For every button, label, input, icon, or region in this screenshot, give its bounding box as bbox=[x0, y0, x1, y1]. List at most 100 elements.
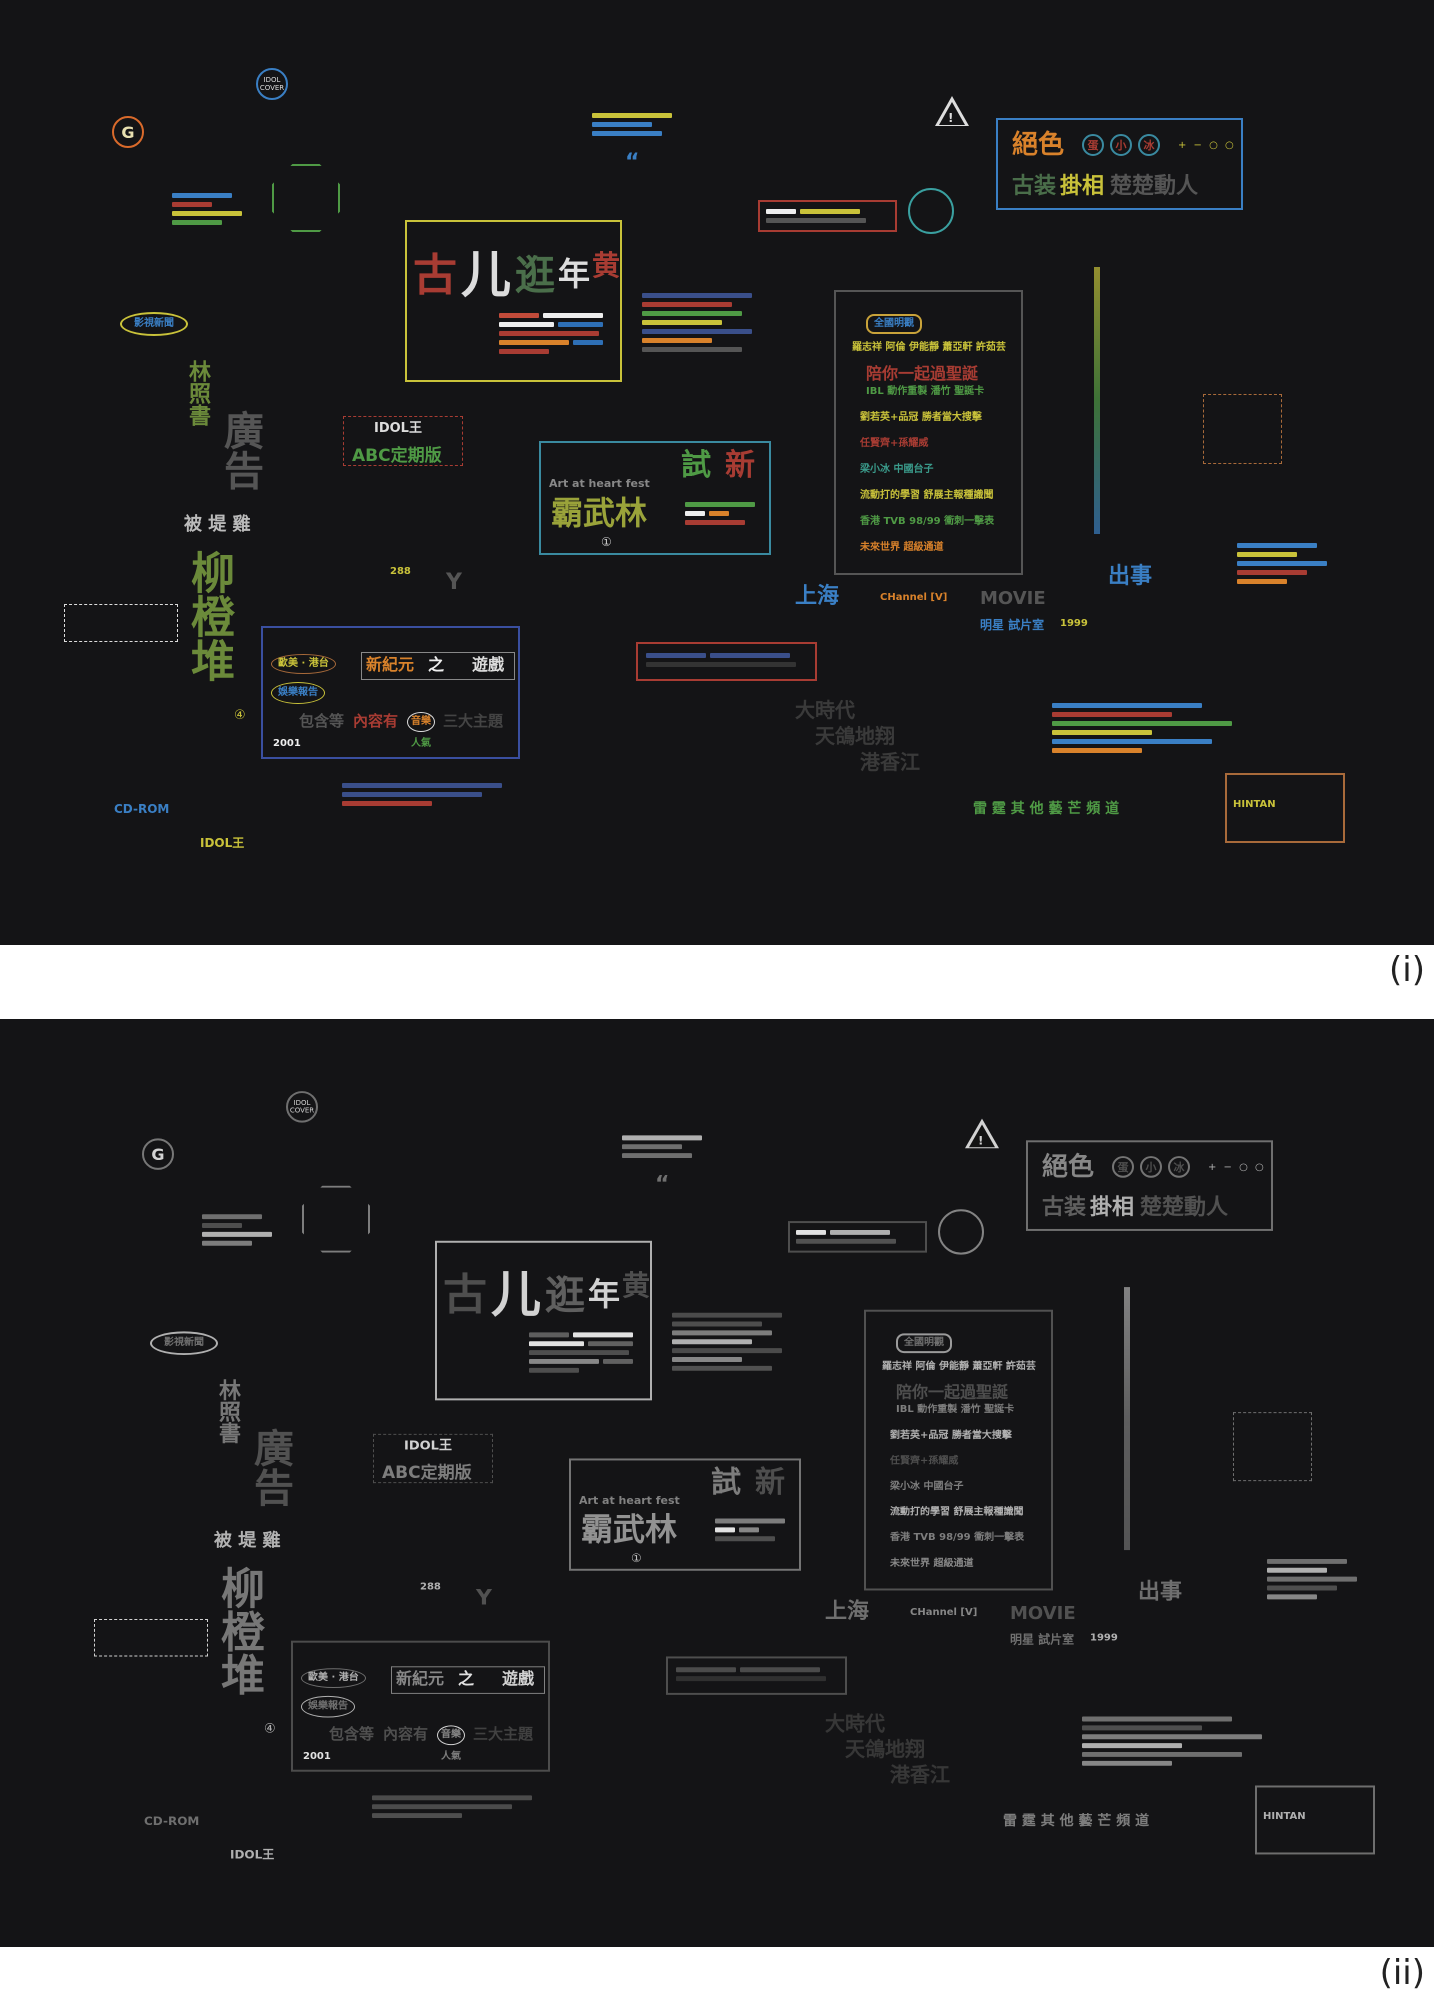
circled-char: 小 bbox=[1110, 134, 1132, 156]
game-title-c: 遊戲 bbox=[472, 655, 505, 674]
idol-cover-badge: IDOL COVER bbox=[286, 1091, 318, 1123]
title-char: 逛 bbox=[545, 1273, 585, 1319]
warning-triangle-inner bbox=[939, 102, 965, 125]
circled-char: 小 bbox=[1140, 1156, 1162, 1178]
game-mid: 內容有 bbox=[353, 712, 399, 730]
gray-poem-line: 港香江 bbox=[860, 750, 920, 774]
art-big-a: 試 bbox=[681, 448, 711, 483]
title-char: 古 bbox=[443, 1270, 487, 1321]
game-popular: 人氣 bbox=[441, 1751, 461, 1762]
chushi-text: 出事 bbox=[1138, 1579, 1183, 1605]
caption-ii: (ii) bbox=[1379, 1953, 1425, 1993]
red-list-box bbox=[636, 642, 817, 681]
art-block: 霸武林 bbox=[551, 494, 648, 532]
title-box: 古 儿 逛 年 黄 bbox=[435, 1240, 652, 1401]
title-char: 儿 bbox=[491, 1266, 541, 1324]
oval-a: 歐美 · 港台 bbox=[301, 1668, 366, 1688]
panel-i: G IDOL COVER 古 儿 逛 年 黄 絕色 蛋 小 冰 + − ○ ○ … bbox=[0, 0, 1434, 945]
oval-b: 娛樂報告 bbox=[301, 1695, 355, 1718]
art-tagline: Art at heart fest bbox=[579, 1493, 680, 1507]
schedule-sub: IBL 動作重製 潘竹 聖誕卡 bbox=[866, 386, 985, 397]
schedule-headline: 陪你一起過聖誕 bbox=[866, 364, 979, 383]
schedule-names: 羅志祥 阿倫 伊能靜 蕭亞軒 許茹芸 bbox=[852, 342, 1006, 353]
art-big-b: 新 bbox=[755, 1465, 785, 1500]
title-box: 古 儿 逛 年 黄 bbox=[405, 220, 622, 382]
schedule-row: 未來世界 超級通道 bbox=[890, 1557, 974, 1569]
schedule-row: 流動打的學習 舒展主報種識聞 bbox=[890, 1506, 1024, 1518]
schedule-box: 全國明觀 羅志祥 阿倫 伊能靜 蕭亞軒 許茹芸 陪你一起過聖誕 IBL 動作重製… bbox=[834, 290, 1023, 575]
warning-mark: ! bbox=[978, 1133, 984, 1148]
art-block: 霸武林 bbox=[581, 1510, 678, 1549]
dashed-box-right bbox=[1203, 394, 1282, 464]
movie-year: 1999 bbox=[1090, 1632, 1118, 1644]
text-lines bbox=[670, 1310, 790, 1372]
text-lines bbox=[1265, 1556, 1365, 1600]
gray-poem-line: 大時代 bbox=[825, 1711, 885, 1736]
schedule-row: 劉若英+品冠 勝者當大搜擊 bbox=[890, 1429, 1012, 1441]
text-lines bbox=[527, 1329, 637, 1373]
vertical-text-2: 廣告 bbox=[217, 410, 263, 490]
idol-line1: IDOL王 bbox=[404, 1438, 452, 1454]
circled-4: ④ bbox=[234, 708, 246, 723]
small-circles: + − ○ ○ bbox=[1178, 140, 1236, 151]
cyan-circle bbox=[938, 1209, 984, 1255]
headline: 絕色 bbox=[1042, 1152, 1095, 1182]
count-288: 288 bbox=[420, 1581, 441, 1593]
gray-poem-line: 天鴿地翔 bbox=[815, 724, 895, 748]
text-lines bbox=[590, 110, 680, 137]
title-char: 年 bbox=[558, 255, 591, 293]
schedule-badge: 全國明觀 bbox=[866, 314, 922, 334]
subline: 古装 bbox=[1042, 1195, 1087, 1221]
art-num: ① bbox=[601, 535, 612, 549]
subline: 掛相 bbox=[1060, 174, 1105, 199]
text-lines bbox=[170, 190, 270, 226]
vertical-bar bbox=[1094, 267, 1100, 534]
text-lines bbox=[200, 1211, 300, 1246]
schedule-box: 全國明觀 羅志祥 阿倫 伊能靜 蕭亞軒 許茹芸 陪你一起過聖誕 IBL 動作重製… bbox=[864, 1309, 1053, 1591]
text-lines bbox=[1235, 540, 1335, 585]
y-mark: Y bbox=[476, 1585, 492, 1611]
game-year: 2001 bbox=[273, 738, 301, 749]
subline: 古装 bbox=[1012, 174, 1057, 199]
oval-left: 影視新聞 bbox=[120, 312, 188, 336]
game-mid: 內容有 bbox=[383, 1725, 429, 1744]
movie-year: 1999 bbox=[1060, 618, 1088, 629]
game-year: 2001 bbox=[303, 1751, 331, 1762]
vertical-bar bbox=[1124, 1287, 1130, 1551]
subline: 楚楚動人 bbox=[1110, 174, 1199, 199]
schedule-row: 劉若英+品冠 勝者當大搜擊 bbox=[860, 412, 982, 423]
schedule-sub: IBL 動作重製 潘竹 聖誕卡 bbox=[896, 1404, 1015, 1416]
vertical-text-3: 柳橙堆 bbox=[213, 1565, 264, 1696]
game-left: 包含等 bbox=[299, 712, 345, 730]
circled-char: 蛋 bbox=[1082, 134, 1104, 156]
hintan-label: HINTAN bbox=[1233, 799, 1276, 810]
green-octagon bbox=[272, 164, 340, 232]
top-right-box: 絕色 蛋 小 冰 + − ○ ○ 古装 掛相 楚楚動人 bbox=[1026, 1140, 1273, 1231]
game-title: 新紀元 之 遊戲 bbox=[361, 652, 515, 680]
hintan-box: HINTAN bbox=[1255, 1785, 1375, 1855]
side-small: 被 堤 雞 bbox=[184, 514, 251, 535]
vertical-text-1: 林照書 bbox=[215, 1378, 240, 1444]
title-char: 黄 bbox=[622, 1269, 651, 1302]
text-lines bbox=[1080, 1714, 1270, 1767]
game-title-c: 遊戲 bbox=[502, 1669, 535, 1688]
game-right: 三大主題 bbox=[473, 1725, 534, 1744]
gray-poem-line: 大時代 bbox=[795, 698, 855, 722]
text-lines bbox=[370, 1792, 550, 1819]
channel-v: CHannel [V] bbox=[880, 592, 948, 603]
idol-box: IDOL王 ABC定期版 bbox=[343, 416, 463, 466]
count-288: 288 bbox=[390, 566, 411, 577]
text-lines bbox=[1050, 700, 1240, 754]
schedule-names: 羅志祥 阿倫 伊能靜 蕭亞軒 許茹芸 bbox=[882, 1360, 1036, 1372]
g-badge: G bbox=[112, 116, 144, 148]
game-right: 三大主題 bbox=[443, 712, 504, 730]
shanghai-text: 上海 bbox=[825, 1599, 870, 1624]
subline: 楚楚動人 bbox=[1140, 1195, 1229, 1221]
title-char: 逛 bbox=[515, 253, 555, 299]
gray-poem-line: 天鴿地翔 bbox=[845, 1737, 925, 1761]
movie-sub: 明星 試片室 bbox=[1010, 1632, 1075, 1647]
caption-i: (i) bbox=[1389, 950, 1425, 990]
bottom-row: 雷 霆 其 他 藝 芒 頻 道 bbox=[1003, 1813, 1150, 1829]
circled-char: 蛋 bbox=[1112, 1156, 1134, 1178]
schedule-row: 流動打的學習 舒展主報種識聞 bbox=[860, 490, 994, 501]
